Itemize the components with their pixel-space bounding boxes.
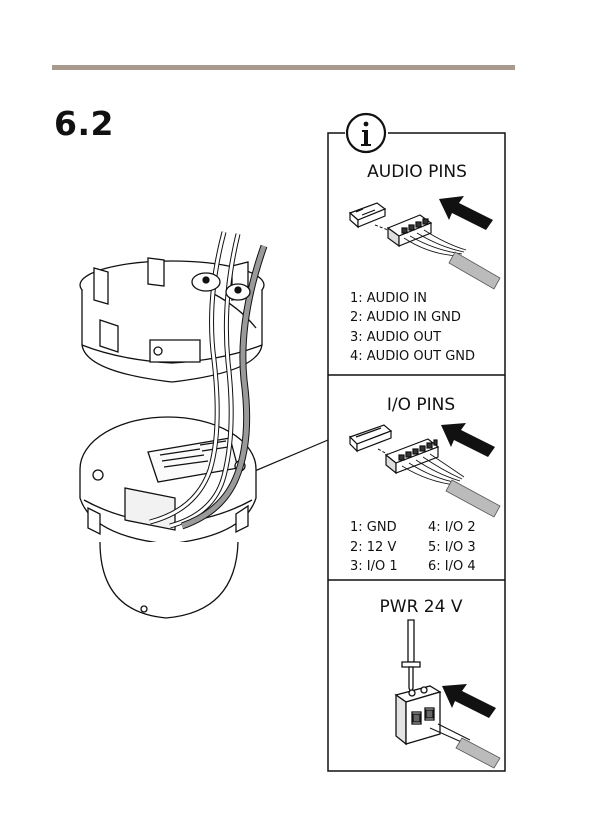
screwdriver-icon (402, 620, 420, 693)
audio-connector-socket (350, 203, 385, 227)
io-connector-plug (386, 439, 438, 473)
io-pin-5: 5: I/O 3 (428, 540, 476, 555)
io-cable (446, 480, 500, 517)
camera-dome (100, 542, 238, 618)
audio-pin-2: 2: AUDIO IN GND (350, 310, 461, 325)
io-pins-title: I/O PINS (387, 395, 455, 415)
power-cable (456, 738, 500, 768)
power-terminal-block (396, 686, 440, 744)
io-pin-4: 4: I/O 2 (428, 520, 476, 535)
arrow-icon (442, 684, 496, 718)
camera-mounting-bracket (80, 258, 264, 382)
io-pin-1: 1: GND (350, 520, 397, 535)
io-connector-socket (350, 425, 391, 451)
io-pin-3: 3: I/O 1 (350, 559, 398, 574)
callout-leader (250, 440, 328, 473)
power-title: PWR 24 V (380, 597, 463, 617)
info-icon (347, 114, 385, 152)
io-pin-2: 2: 12 V (350, 540, 396, 555)
audio-pins-title: AUDIO PINS (367, 162, 467, 182)
io-pin-6: 6: I/O 4 (428, 559, 476, 574)
audio-pin-4: 4: AUDIO OUT GND (350, 349, 475, 364)
audio-cable (449, 252, 500, 289)
audio-pin-1: 1: AUDIO IN (350, 291, 427, 306)
audio-pin-3: 3: AUDIO OUT (350, 330, 441, 345)
arrow-icon (441, 423, 495, 457)
arrow-icon (439, 196, 493, 230)
